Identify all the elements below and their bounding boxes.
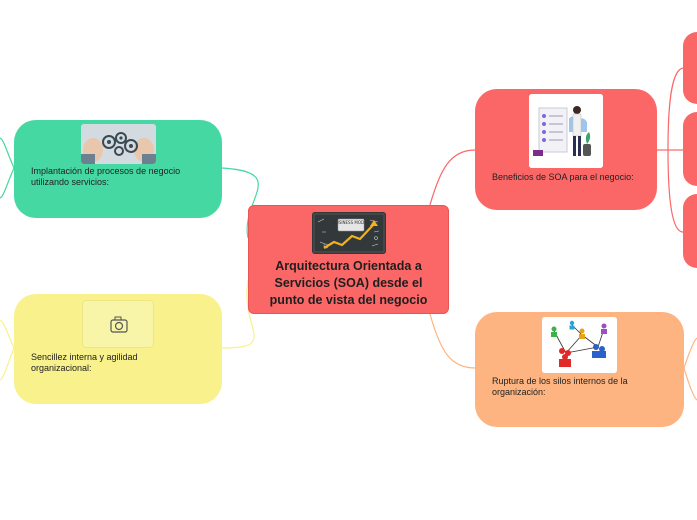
svg-text:BUSINESS MODEL: BUSINESS MODEL (333, 220, 369, 225)
network-icon (542, 317, 617, 373)
gears-hands-image (81, 124, 156, 164)
node-ruptura[interactable]: Ruptura de los silos internos de la orga… (475, 312, 684, 427)
partial-node-middle[interactable] (683, 112, 697, 186)
checklist-person-image (529, 94, 603, 168)
chalkboard-graph-icon: BUSINESS MODEL (312, 212, 386, 254)
checklist-icon (529, 94, 603, 168)
camera-icon (110, 316, 128, 333)
node-sencillez-text: Sencillez interna y agilidad organizacio… (31, 352, 138, 373)
partial-node-top[interactable] (683, 32, 697, 104)
node-implantacion[interactable]: Implantación de procesos de negocio util… (14, 120, 222, 218)
node-beneficios-text: Beneficios de SOA para el negocio: (492, 172, 634, 182)
network-people-image (542, 317, 617, 373)
node-sencillez[interactable]: Sencillez interna y agilidad organizacio… (14, 294, 222, 404)
partial-node-bottom[interactable] (683, 194, 697, 268)
node-beneficios[interactable]: Beneficios de SOA para el negocio: (475, 89, 657, 210)
business-model-image: BUSINESS MODEL (312, 212, 386, 254)
node-ruptura-text: Ruptura de los silos internos de la orga… (492, 376, 628, 397)
central-topic[interactable]: BUSINESS MODEL Arquitectura Orientada a … (248, 205, 449, 314)
node-implantacion-text: Implantación de procesos de negocio util… (31, 166, 181, 187)
image-placeholder[interactable] (82, 300, 154, 348)
gears-icon (81, 124, 156, 164)
central-topic-title: Arquitectura Orientada a Servicios (SOA)… (269, 259, 428, 307)
